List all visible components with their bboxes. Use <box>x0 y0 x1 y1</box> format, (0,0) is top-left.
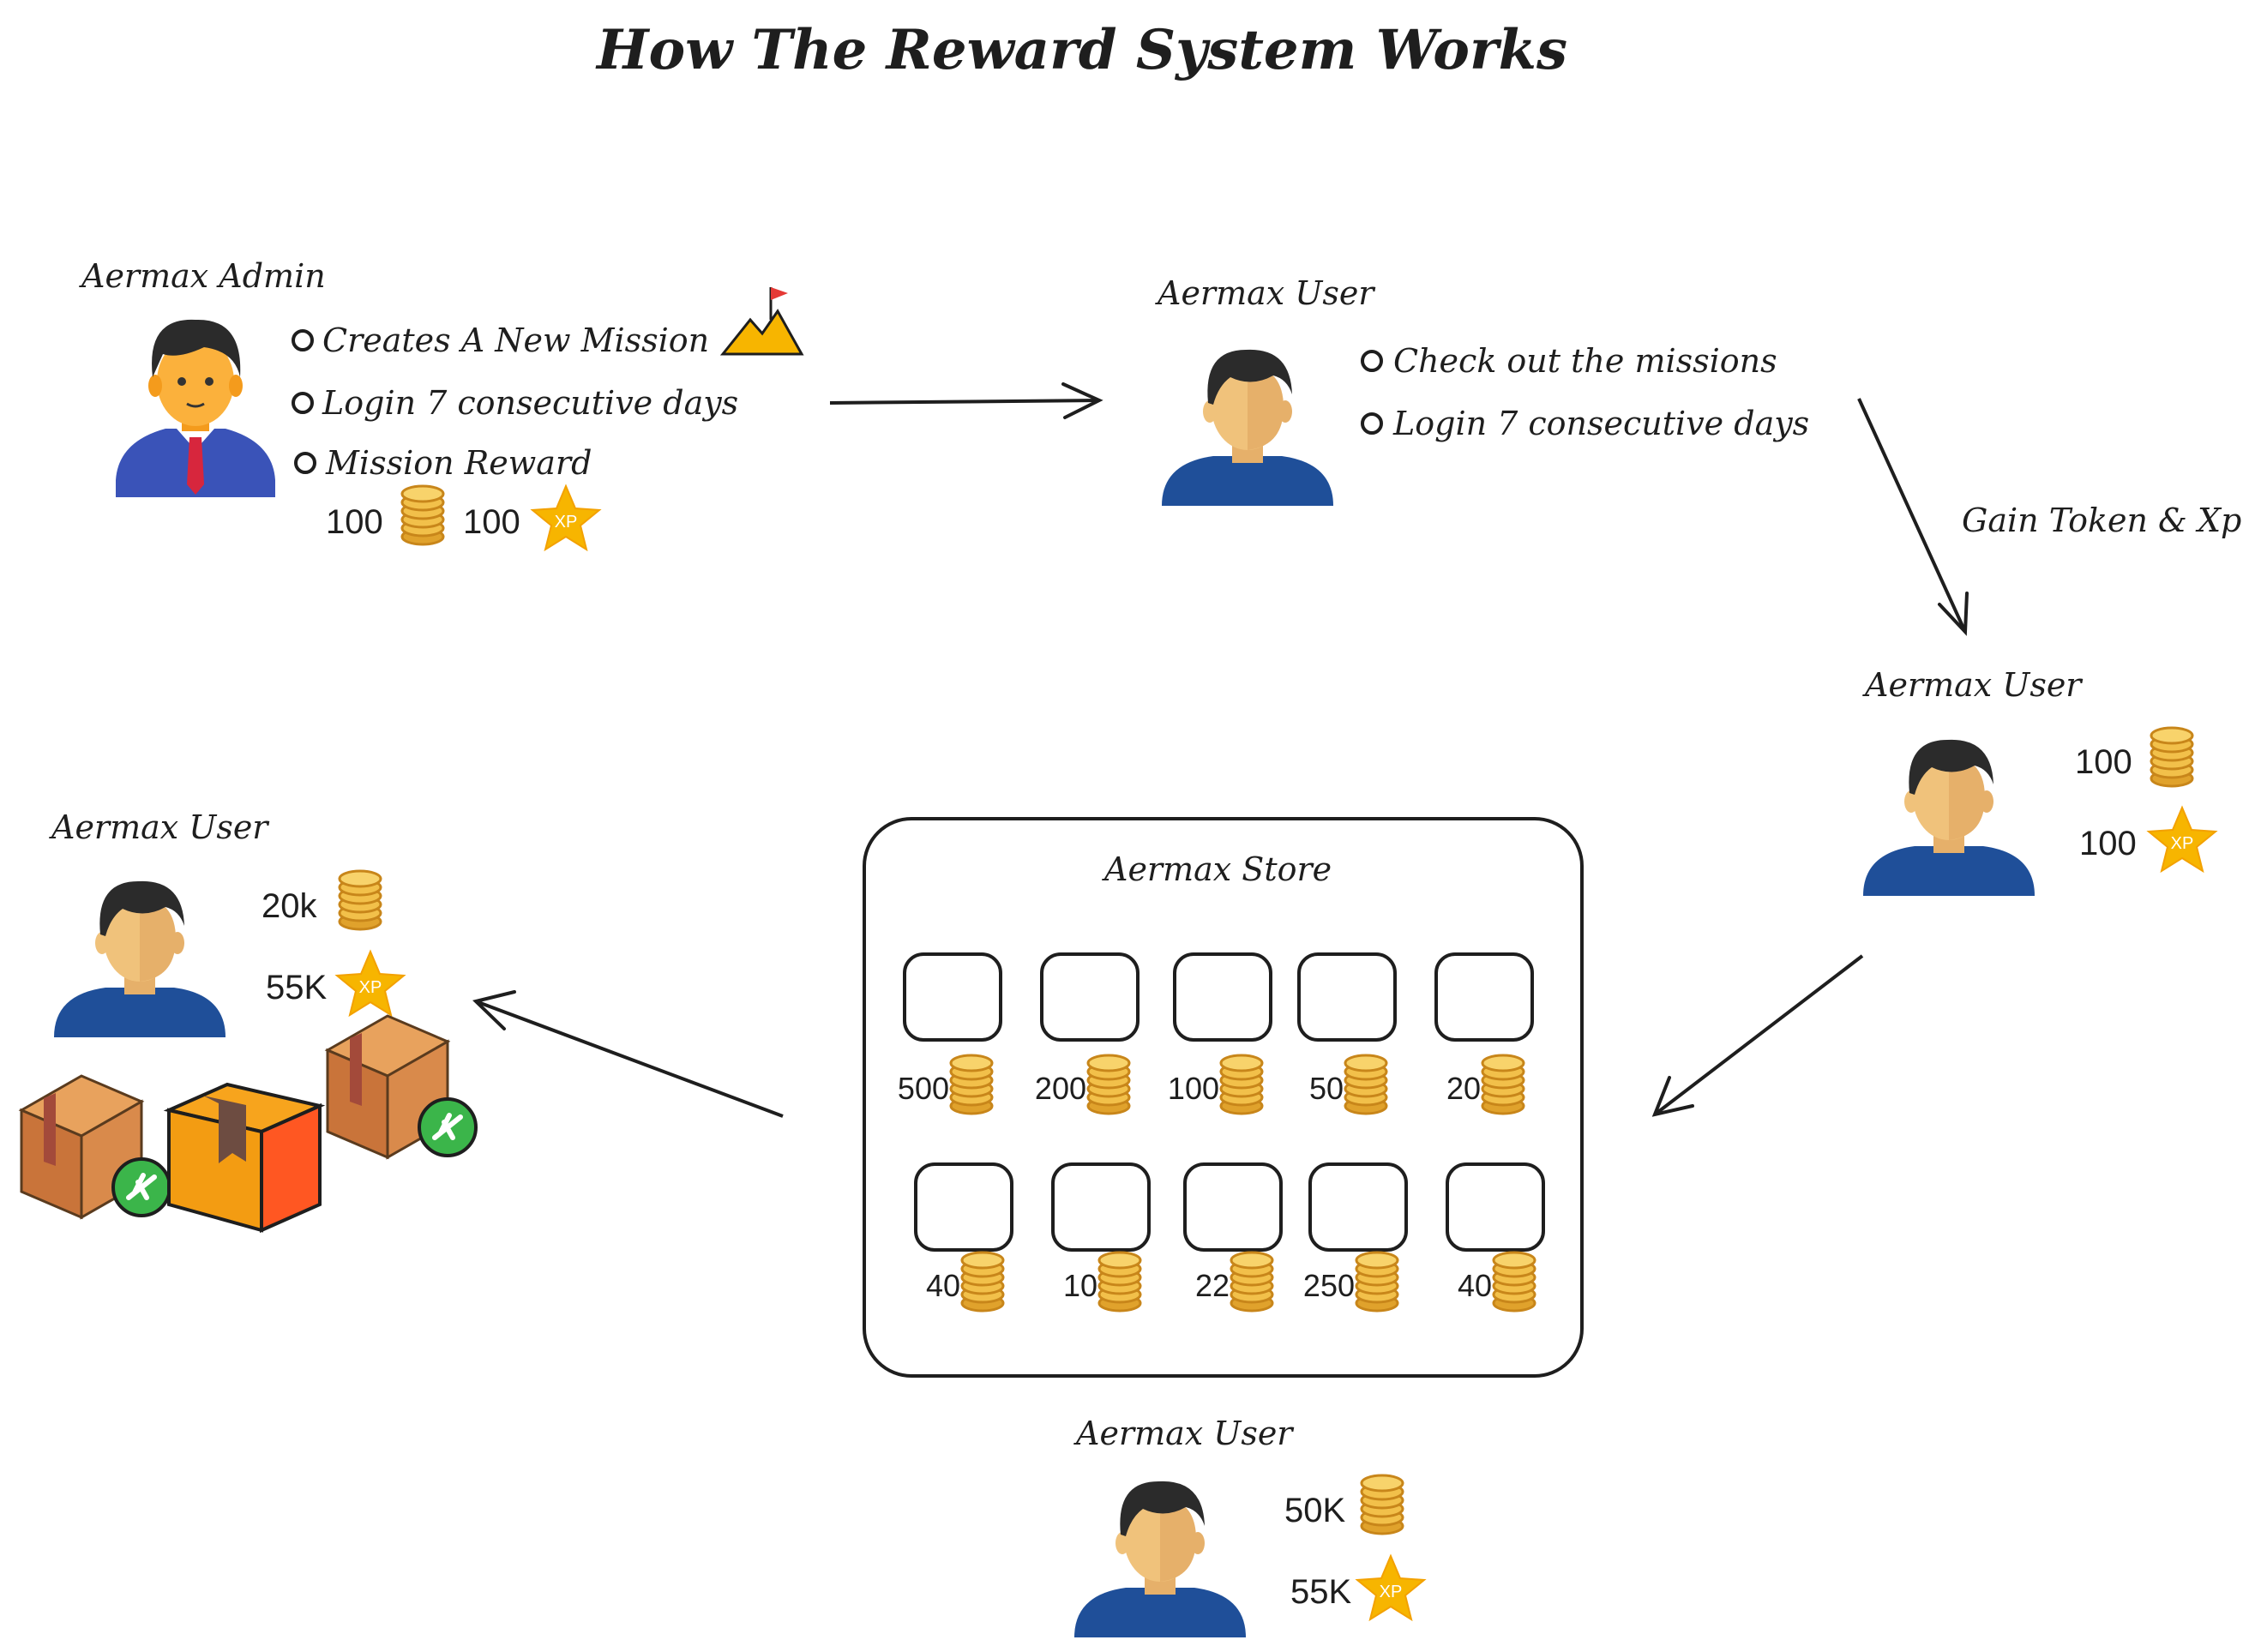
coin-icon <box>1492 1251 1536 1313</box>
store-row-1: 500 200 100 50 20 <box>898 952 1534 1115</box>
user-gain-xp: 100 <box>2079 825 2137 862</box>
store-item-price: 20 <box>1446 1071 1481 1106</box>
store-item-slot[interactable] <box>1040 952 1140 1042</box>
arrow-missions-to-gain <box>1857 398 1969 636</box>
user-gain-label: Aermax User <box>1862 666 2084 704</box>
bullet-circle <box>292 329 314 351</box>
store-item-price: 10 <box>1063 1268 1097 1303</box>
store-label: Aermax Store <box>1102 850 1332 888</box>
coin-icon <box>1086 1054 1131 1115</box>
xp-star-icon: XP <box>532 485 600 550</box>
coin-icon <box>1481 1054 1525 1115</box>
mountain-flag-icon <box>719 287 804 356</box>
store-item-price: 500 <box>898 1071 949 1106</box>
bullet-circle <box>292 392 314 414</box>
package-box-icon <box>163 1082 326 1234</box>
edge-label-gain: Gain Token & Xp <box>1962 502 2241 539</box>
store-item-slot[interactable] <box>1051 1162 1151 1252</box>
xp-star-icon: XP <box>336 951 405 1016</box>
airplane-icon <box>111 1157 171 1217</box>
xp-badge-text: XP <box>1380 1583 1403 1601</box>
store-item-price: 22 <box>1195 1268 1230 1303</box>
user-gain-tokens: 100 <box>2075 743 2132 781</box>
bullet-circle <box>1361 350 1383 372</box>
coin-icon <box>338 869 382 931</box>
user-final-block: Aermax User 20k 55K XP <box>18 808 478 1234</box>
user-final-label: Aermax User <box>49 808 270 846</box>
store-row-2: 40 10 22 250 40 <box>914 1162 1545 1313</box>
coin-icon <box>2150 726 2194 788</box>
bullet-circle <box>294 452 316 474</box>
user-avatar <box>54 880 226 1037</box>
store-item-slot[interactable] <box>914 1162 1013 1252</box>
store-item-slot[interactable] <box>1297 952 1397 1042</box>
coin-icon <box>1230 1251 1274 1313</box>
coin-icon <box>1360 1474 1404 1535</box>
user-bottom-xp: 55K <box>1290 1573 1351 1611</box>
user-final-tokens: 20k <box>262 887 317 925</box>
store-panel: Aermax Store 500 200 100 50 20 40 10 22 250 40 <box>863 817 1584 1378</box>
user-avatar <box>1162 349 1333 506</box>
store-item-price: 100 <box>1168 1071 1219 1106</box>
coin-icon <box>949 1054 994 1115</box>
xp-badge-text: XP <box>555 513 578 532</box>
admin-bullet-1: Creates A New Mission <box>322 321 709 359</box>
admin-bullet-2: Login 7 consecutive days <box>322 384 738 422</box>
user-bottom-tokens: 50K <box>1284 1492 1345 1529</box>
coin-icon <box>400 484 445 546</box>
page-title: How The Reward System Works <box>595 18 1567 82</box>
store-item-price: 40 <box>1458 1268 1492 1303</box>
coin-icon <box>1219 1054 1264 1115</box>
store-item-slot[interactable] <box>1308 1162 1408 1252</box>
admin-block: Aermax Admin Creates A New Mission Login… <box>79 257 804 550</box>
bullet-circle <box>1361 412 1383 435</box>
coin-icon <box>1355 1251 1399 1313</box>
store-item-price: 200 <box>1035 1071 1086 1106</box>
store-item-slot[interactable] <box>1173 952 1272 1042</box>
shipping-box-icon <box>18 1074 171 1220</box>
store-item-slot[interactable] <box>1446 1162 1545 1252</box>
xp-star-icon: XP <box>1356 1555 1425 1620</box>
store-item-price: 250 <box>1303 1268 1355 1303</box>
store-item-slot[interactable] <box>1434 952 1534 1042</box>
xp-star-icon: XP <box>2148 807 2216 872</box>
user-missions-bullet-2: Login 7 consecutive days <box>1392 405 1809 442</box>
user-avatar <box>1863 739 2035 896</box>
coin-icon <box>960 1251 1005 1313</box>
admin-avatar <box>116 319 275 497</box>
xp-badge-text: XP <box>359 978 382 997</box>
shipping-box-icon <box>324 1014 478 1160</box>
airplane-icon <box>418 1097 478 1157</box>
user-missions-block: Aermax User Check out the missions Login… <box>1155 274 1809 506</box>
store-item-price: 40 <box>926 1268 960 1303</box>
arrow-store-to-final <box>472 990 784 1118</box>
store-item-slot[interactable] <box>903 952 1002 1042</box>
admin-reward-tokens: 100 <box>326 503 383 541</box>
user-bottom-label: Aermax User <box>1073 1415 1295 1452</box>
user-avatar <box>1074 1481 1246 1637</box>
arrow-admin-to-user <box>829 382 1103 419</box>
store-item-slot[interactable] <box>1183 1162 1283 1252</box>
user-missions-bullet-1: Check out the missions <box>1393 342 1777 380</box>
coin-icon <box>1097 1251 1142 1313</box>
coin-icon <box>1344 1054 1388 1115</box>
admin-label: Aermax Admin <box>79 257 326 295</box>
arrow-gain-to-store <box>1651 954 1864 1117</box>
user-missions-label: Aermax User <box>1155 274 1376 312</box>
admin-bullet-3: Mission Reward <box>325 444 592 482</box>
user-gain-block: Aermax User 100 100 XP <box>1862 666 2216 896</box>
user-final-xp: 55K <box>266 969 327 1006</box>
admin-reward-xp: 100 <box>463 503 520 541</box>
user-bottom-block: Aermax User 50K 55K XP <box>1073 1415 1425 1637</box>
store-item-price: 50 <box>1309 1071 1344 1106</box>
xp-badge-text: XP <box>2171 834 2194 853</box>
